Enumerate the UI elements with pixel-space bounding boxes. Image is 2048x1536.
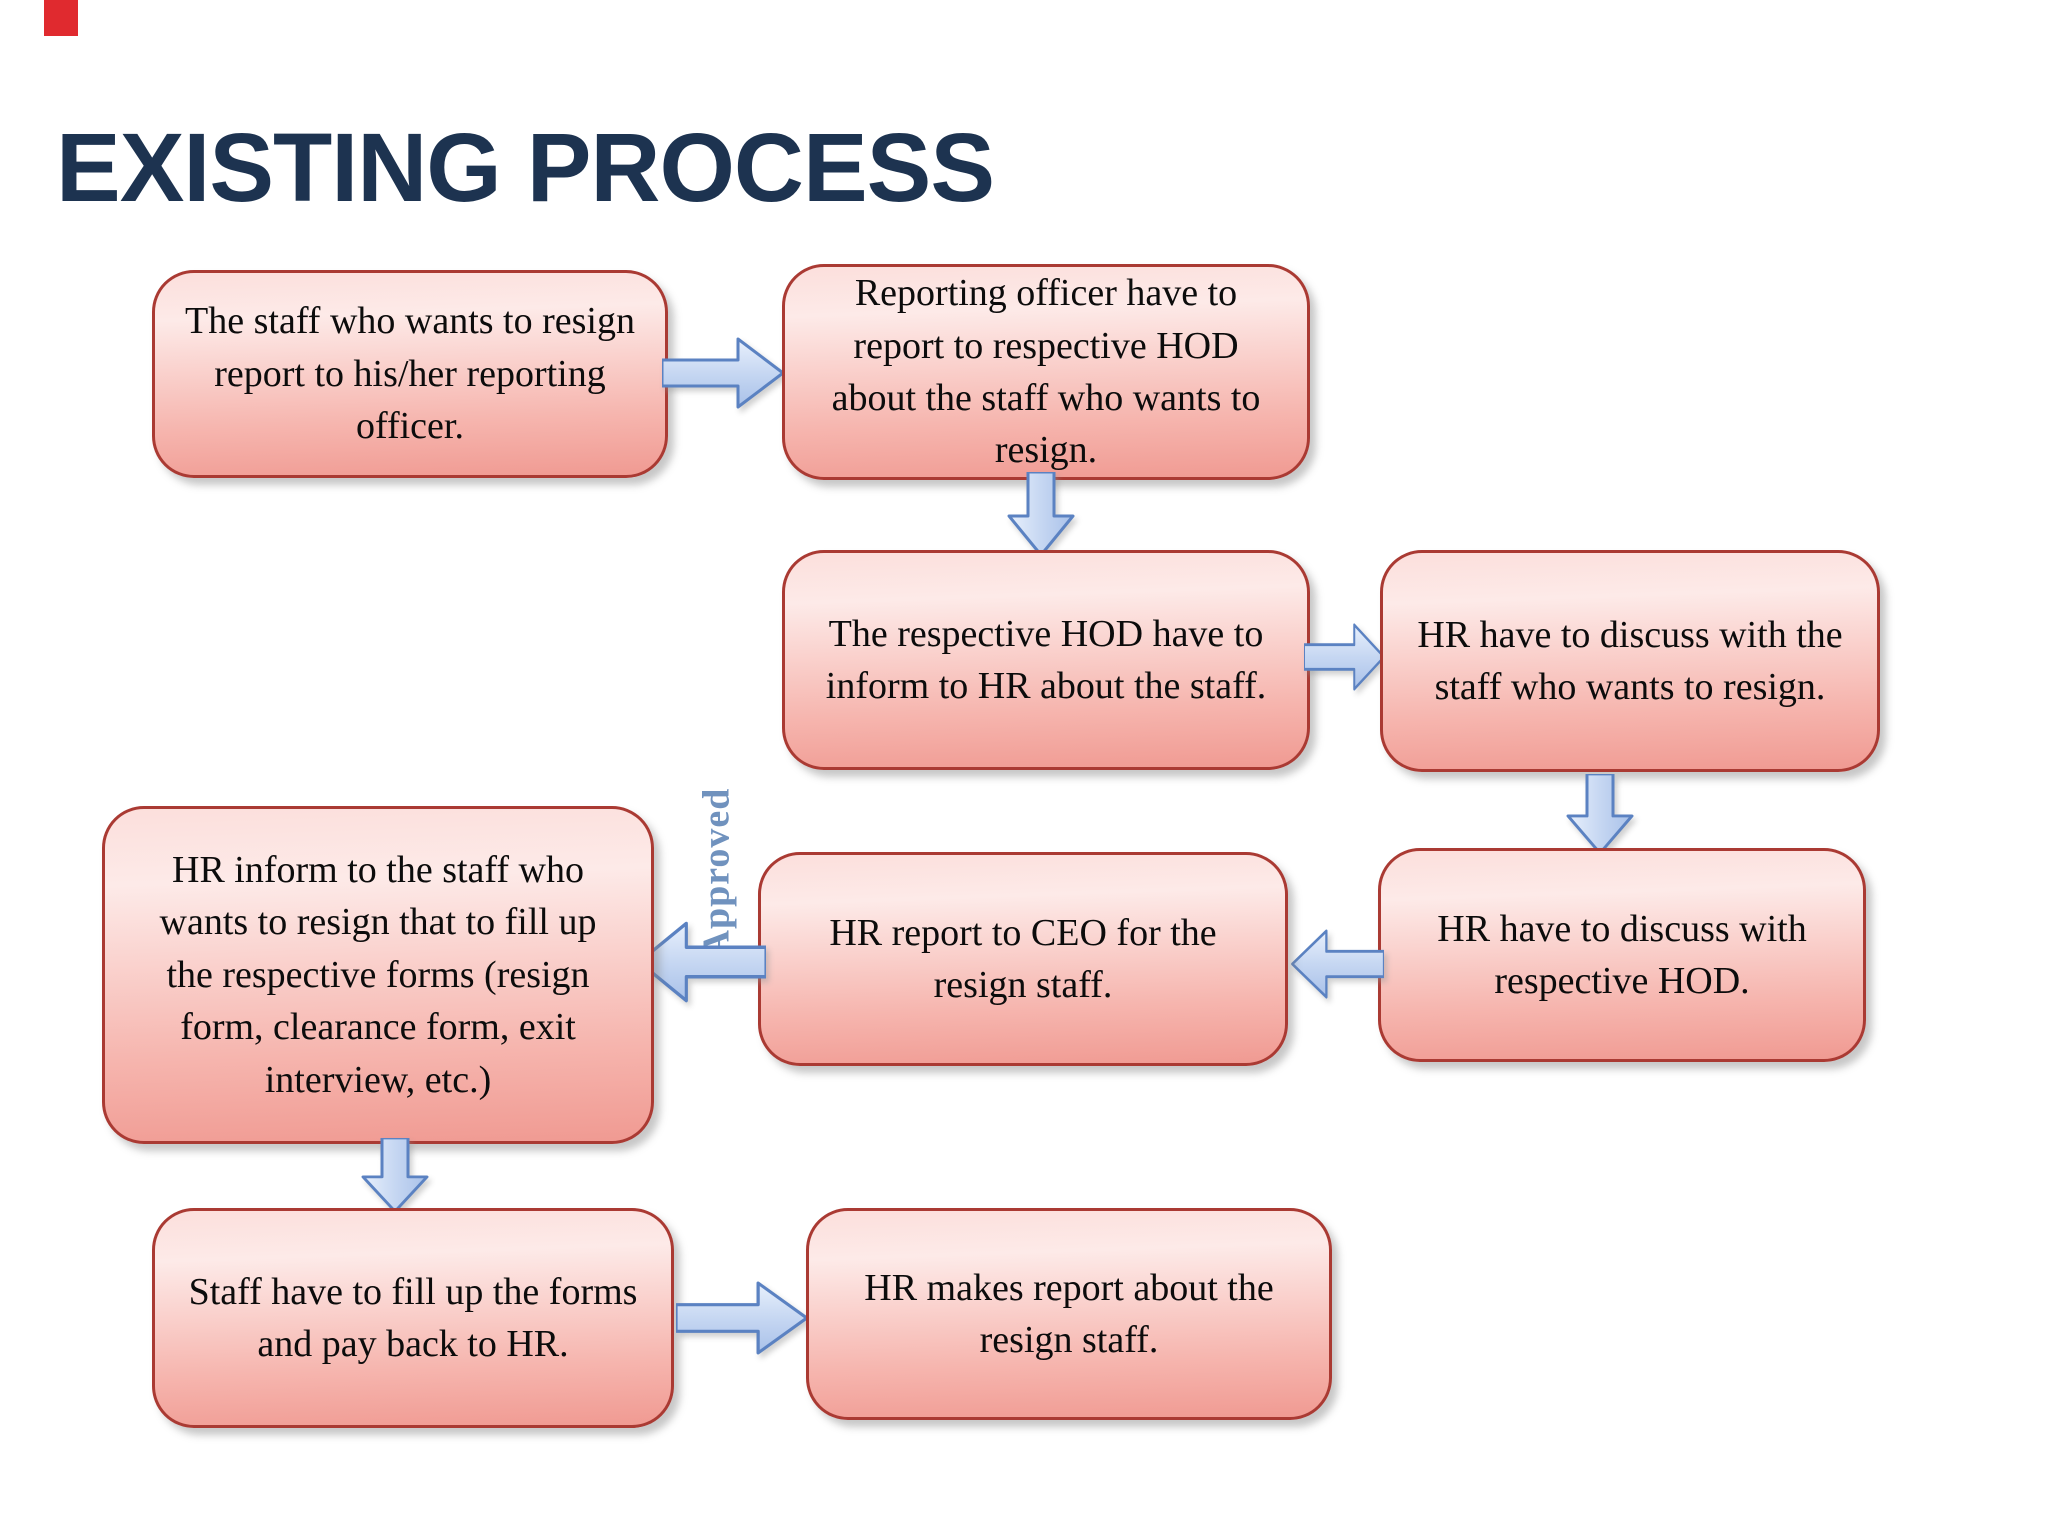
flow-step-4: HR have to discuss with the staff who wa…: [1380, 550, 1880, 772]
flow-step-9: HR makes report about the resign staff.: [806, 1208, 1332, 1420]
flow-step-5: HR have to discuss with respective HOD.: [1378, 848, 1866, 1062]
arrow-step4-to-step5-down: [1566, 774, 1634, 855]
arrow-step6-to-step7-left: [637, 921, 766, 1003]
flow-step-7-text: HR inform to the staff who wants to resi…: [159, 848, 597, 1101]
flow-step-5-text: HR have to discuss with respective HOD.: [1437, 907, 1807, 1002]
red-corner-mark: [44, 0, 78, 36]
arrow-step3-to-step4-right: [1304, 623, 1386, 691]
flow-step-3: The respective HOD have to inform to HR …: [782, 550, 1310, 770]
flow-step-8-text: Staff have to fill up the forms and pay …: [188, 1270, 638, 1365]
flow-step-8: Staff have to fill up the forms and pay …: [152, 1208, 674, 1428]
flow-step-2-text: Reporting officer have to report to resp…: [831, 272, 1261, 472]
flow-step-4-text: HR have to discuss with the staff who wa…: [1417, 613, 1843, 708]
arrow-step8-to-step9-right: [676, 1281, 809, 1355]
page-title: EXISTING PROCESS: [56, 113, 995, 222]
flow-step-1-text: The staff who wants to resign report to …: [185, 300, 635, 448]
arrow-step1-to-step2-right: [662, 337, 785, 409]
flow-step-6: HR report to CEO for the resign staff.: [758, 852, 1288, 1066]
arrow-step7-to-step8-down: [361, 1138, 429, 1213]
arrow-step5-to-step6-left: [1291, 929, 1384, 999]
flow-step-7: HR inform to the staff who wants to resi…: [102, 806, 654, 1144]
flow-step-9-text: HR makes report about the resign staff.: [864, 1266, 1274, 1361]
flow-step-6-text: HR report to CEO for the resign staff.: [829, 911, 1217, 1006]
flow-step-3-text: The respective HOD have to inform to HR …: [825, 612, 1267, 707]
flow-step-2: Reporting officer have to report to resp…: [782, 264, 1310, 480]
arrow-step2-to-step3-down: [1007, 472, 1075, 557]
flow-step-1: The staff who wants to resign report to …: [152, 270, 668, 478]
